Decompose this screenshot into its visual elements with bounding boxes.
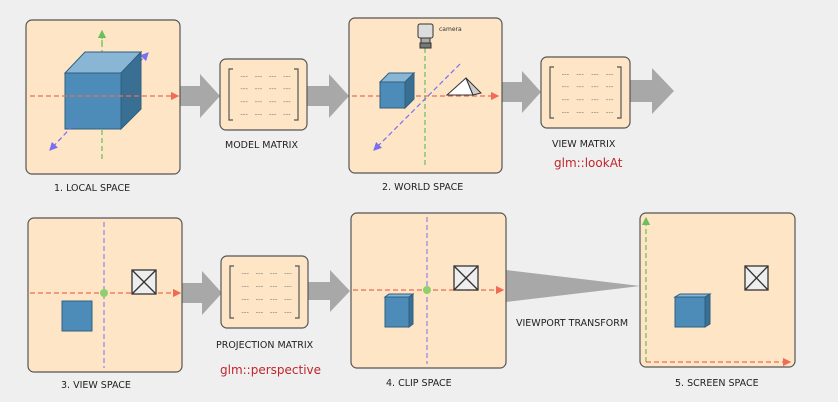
flow-arrow-world-to-view [502,71,541,113]
matrix-cell: --- [270,283,278,291]
flow-arrow-model-to-world [307,74,349,118]
matrix-cell: --- [283,72,291,80]
stage-label-clip-space: 4. CLIP SPACE [386,378,452,389]
screen-space-panel [639,212,796,368]
camera-icon [417,23,434,49]
flow-arrow-local-to-model [180,74,220,118]
matrix-cell: --- [606,70,614,78]
matrix-cell: --- [255,98,263,106]
matrix-cell: --- [256,309,264,317]
cube-front [61,300,93,332]
matrix-cell: --- [270,270,278,278]
matrix-bracket [229,265,234,319]
clip-space-panel [350,212,507,369]
camera-origin [100,289,108,297]
z-axis [373,63,461,151]
world-space-panel [348,17,503,174]
matrix-cell: --- [241,283,249,291]
pyramid [445,77,482,96]
matrix-cell: --- [241,309,249,317]
z-axis-front [49,119,79,151]
matrix-cell: --- [283,98,291,106]
stage-label-world-space: 2. WORLD SPACE [382,182,464,193]
matrix-cell: --- [591,109,599,117]
matrix-cell: --- [562,70,570,78]
matrix-cells: ----------------------------------------… [228,66,622,319]
matrix-cell: --- [283,85,291,93]
matrix-cell: --- [240,72,248,80]
matrix-cell: --- [241,270,249,278]
view-matrix-box [540,56,631,129]
matrix-cell: --- [255,111,263,119]
matrix-cell: --- [284,309,292,317]
matrix-cell: --- [240,98,248,106]
matrix-cell: --- [576,83,584,91]
pyramid-top-view [131,269,157,295]
view-function-label: glm::lookAt [554,156,623,170]
matrix-cell: --- [270,296,278,304]
matrix-cell: --- [255,85,263,93]
projection-function-label: glm::perspective [220,363,322,377]
camera-origin [423,286,431,294]
matrix-cell: --- [241,296,249,304]
matrix-cell: --- [270,309,278,317]
model-matrix-box [219,58,308,131]
transform-label-viewport: VIEWPORT TRANSFORM [516,318,629,329]
matrix-cell: --- [255,72,263,80]
transform-label-model-matrix: MODEL MATRIX [225,140,298,151]
projection-matrix-box [220,255,309,329]
matrix-bracket [549,66,554,119]
matrix-bracket [228,68,233,121]
matrix-cell: --- [240,85,248,93]
matrix-cell: --- [269,111,277,119]
matrix-cell: --- [562,83,570,91]
matrix-cell: --- [256,296,264,304]
matrix-cell: --- [576,70,584,78]
matrix-cell: --- [269,72,277,80]
flow-arrows [180,68,674,315]
matrix-cell: --- [284,296,292,304]
matrix-cell: --- [256,283,264,291]
matrix-cell: --- [591,96,599,104]
stage-label-local-space: 1. LOCAL SPACE [54,183,131,194]
matrix-cell: --- [576,109,584,117]
matrix-cell: --- [283,111,291,119]
matrix-bracket [617,66,622,119]
cube [63,50,143,131]
world-cube [378,71,416,110]
transform-label-view-matrix: VIEW MATRIX [552,139,616,150]
matrix-cell: --- [284,270,292,278]
flow-arrow-projection-to-clip [308,270,350,312]
clip-cube [383,293,415,328]
camera-label: camera [439,26,462,33]
matrix-cell: --- [591,70,599,78]
matrix-bracket [295,265,300,319]
view-space-panel [27,217,183,373]
flow-arrow-viewport [506,270,640,302]
screen-cube [673,293,712,328]
stage-label-screen-space: 5. SCREEN SPACE [675,378,759,389]
matrix-cell: --- [591,83,599,91]
pyramid-top-view [453,265,479,291]
matrix-cell: --- [576,96,584,104]
matrix-bracket [294,68,299,121]
stage-label-view-space: 3. VIEW SPACE [61,380,131,391]
matrix-cell: --- [240,111,248,119]
matrix-cell: --- [269,98,277,106]
matrix-cell: --- [256,270,264,278]
matrix-cell: --- [606,83,614,91]
flow-arrow-viewspace-to-projection [182,271,222,315]
local-space-panel [25,19,181,175]
transform-label-projection-matrix: PROJECTION MATRIX [216,340,314,351]
matrix-cell: --- [269,85,277,93]
matrix-cell: --- [284,283,292,291]
matrix-cell: --- [562,96,570,104]
pyramid-top-view [744,265,769,291]
matrix-cell: --- [606,109,614,117]
flow-arrow-view-out [630,68,674,114]
matrix-cell: --- [562,109,570,117]
matrix-cell: --- [606,96,614,104]
